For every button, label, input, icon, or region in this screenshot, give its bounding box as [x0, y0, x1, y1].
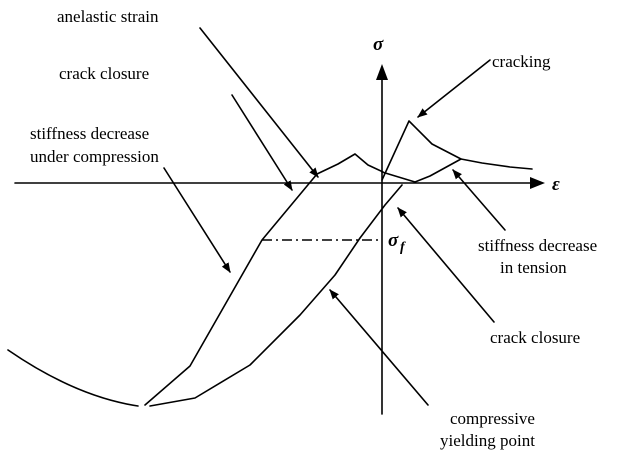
pointer-cracking	[417, 59, 491, 118]
label-compressive-yield-line2: yielding point	[440, 431, 535, 450]
pointer-anelastic-strain	[199, 27, 319, 178]
fracture-stress-subscript: f	[400, 240, 406, 255]
pointer-crack-closure-top	[231, 94, 293, 191]
label-crack-closure-top: crack closure	[59, 64, 149, 83]
pointer-crack-closure-bottom	[397, 207, 495, 323]
tension-loading-branch	[381, 120, 533, 181]
compression-loading-branch	[144, 153, 384, 406]
fracture-stress-label: σ f	[388, 230, 406, 255]
fracture-stress-symbol: σ	[388, 230, 399, 251]
strain-axis-arrowhead	[530, 177, 545, 189]
label-compressive-yield-line1: compressive	[450, 409, 535, 428]
pointer-compressive-yield	[329, 289, 429, 406]
label-stiffness-tension-line1: stiffness decrease	[478, 236, 597, 255]
compression-reloading-branch	[149, 184, 403, 407]
compression-envelope-curve	[7, 349, 139, 407]
label-cracking: cracking	[492, 52, 551, 71]
label-stiffness-compression-line2: under compression	[30, 147, 159, 166]
stress-symbol: σ	[373, 34, 384, 55]
label-anelastic-strain: anelastic strain	[57, 7, 159, 26]
pointer-stiffness-tension	[452, 169, 506, 231]
stress-axis-arrowhead	[376, 64, 388, 80]
tension-unloading-branch	[381, 158, 462, 183]
strain-symbol: ε	[552, 174, 560, 195]
label-stiffness-compression-line1: stiffness decrease	[30, 124, 149, 143]
label-crack-closure-bottom: crack closure	[490, 328, 580, 347]
pointer-stiffness-compression	[163, 167, 231, 273]
label-stiffness-tension-line2: in tension	[500, 258, 567, 277]
